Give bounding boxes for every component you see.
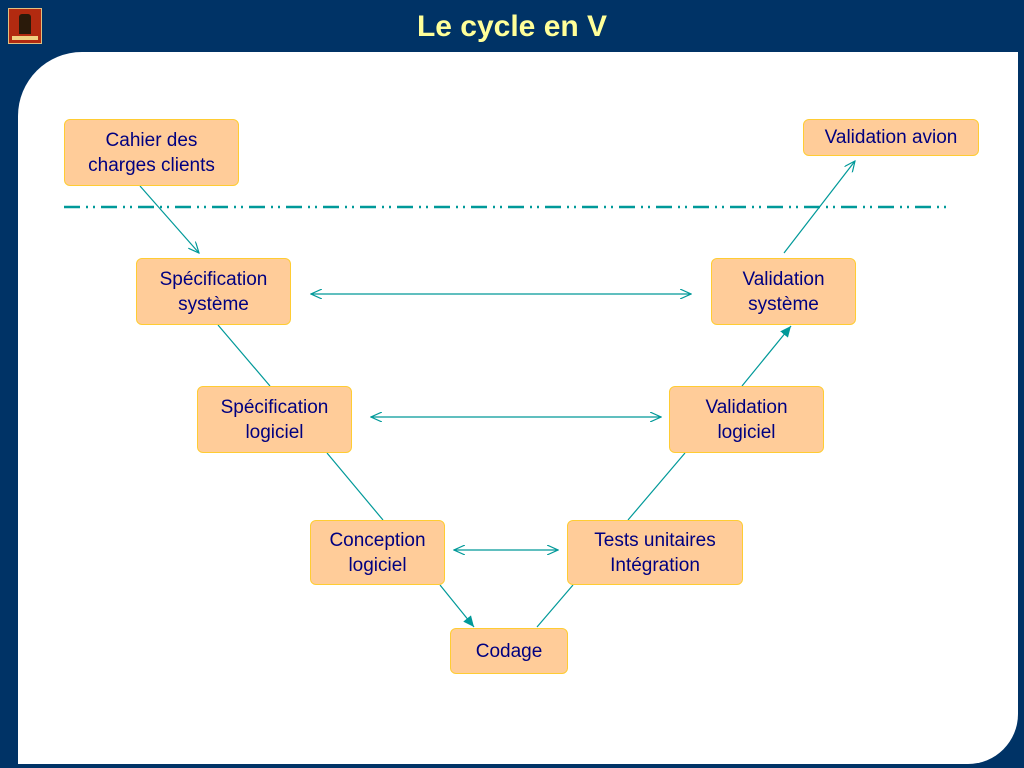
arrow-cahier-to-spec-systeme — [139, 185, 199, 253]
logo-strip — [12, 36, 38, 40]
logo-figure — [19, 14, 31, 34]
slide-title: Le cycle en V — [416, 10, 608, 43]
link-spec-systeme-to-spec-logiciel — [217, 324, 271, 387]
node-codage: Codage — [450, 628, 568, 674]
arrow-valid-logiciel-to-valid-systeme — [741, 325, 792, 387]
node-validation-avion: Validation avion — [803, 119, 979, 156]
node-conception-logiciel: Conception logiciel — [310, 520, 445, 585]
node-validation-systeme: Validation système — [711, 258, 856, 325]
link-tests-to-valid-logiciel — [627, 452, 686, 521]
node-cahier-des-charges: Cahier des charges clients — [64, 119, 239, 186]
institution-logo-icon — [8, 8, 42, 44]
node-specification-logiciel: Spécification logiciel — [197, 386, 352, 453]
arrow-valid-systeme-to-valid-avion — [783, 161, 855, 254]
node-tests-unitaires: Tests unitaires Intégration — [567, 520, 743, 585]
node-specification-systeme: Spécification système — [136, 258, 291, 325]
node-validation-logiciel: Validation logiciel — [669, 386, 824, 453]
arrow-conception-to-codage — [439, 584, 475, 628]
link-codage-to-tests — [536, 584, 574, 628]
link-spec-logiciel-to-conception — [326, 452, 384, 521]
